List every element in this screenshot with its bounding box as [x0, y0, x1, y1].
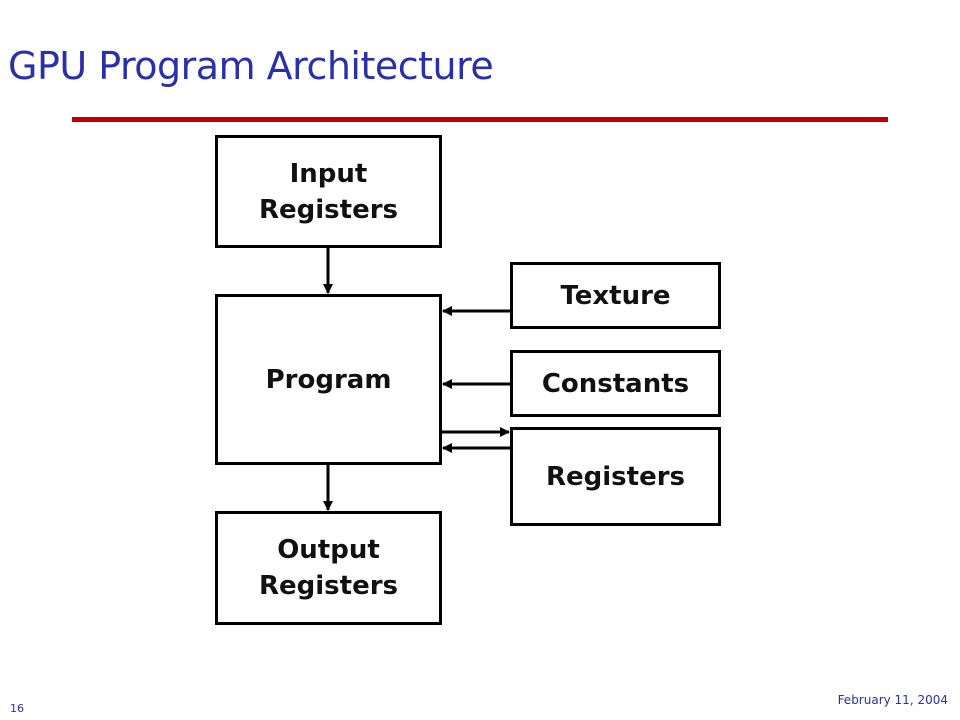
- program-box: Program: [215, 294, 442, 465]
- slide-date: February 11, 2004: [837, 693, 948, 707]
- texture-box: Texture: [510, 262, 721, 329]
- registers-box: Registers: [510, 427, 721, 526]
- page-number: 16: [10, 702, 24, 715]
- input-registers-box: Input Registers: [215, 135, 442, 248]
- page-title: GPU Program Architecture: [8, 44, 494, 88]
- title-divider: [72, 117, 888, 122]
- output-registers-box: Output Registers: [215, 511, 442, 625]
- constants-box: Constants: [510, 350, 721, 417]
